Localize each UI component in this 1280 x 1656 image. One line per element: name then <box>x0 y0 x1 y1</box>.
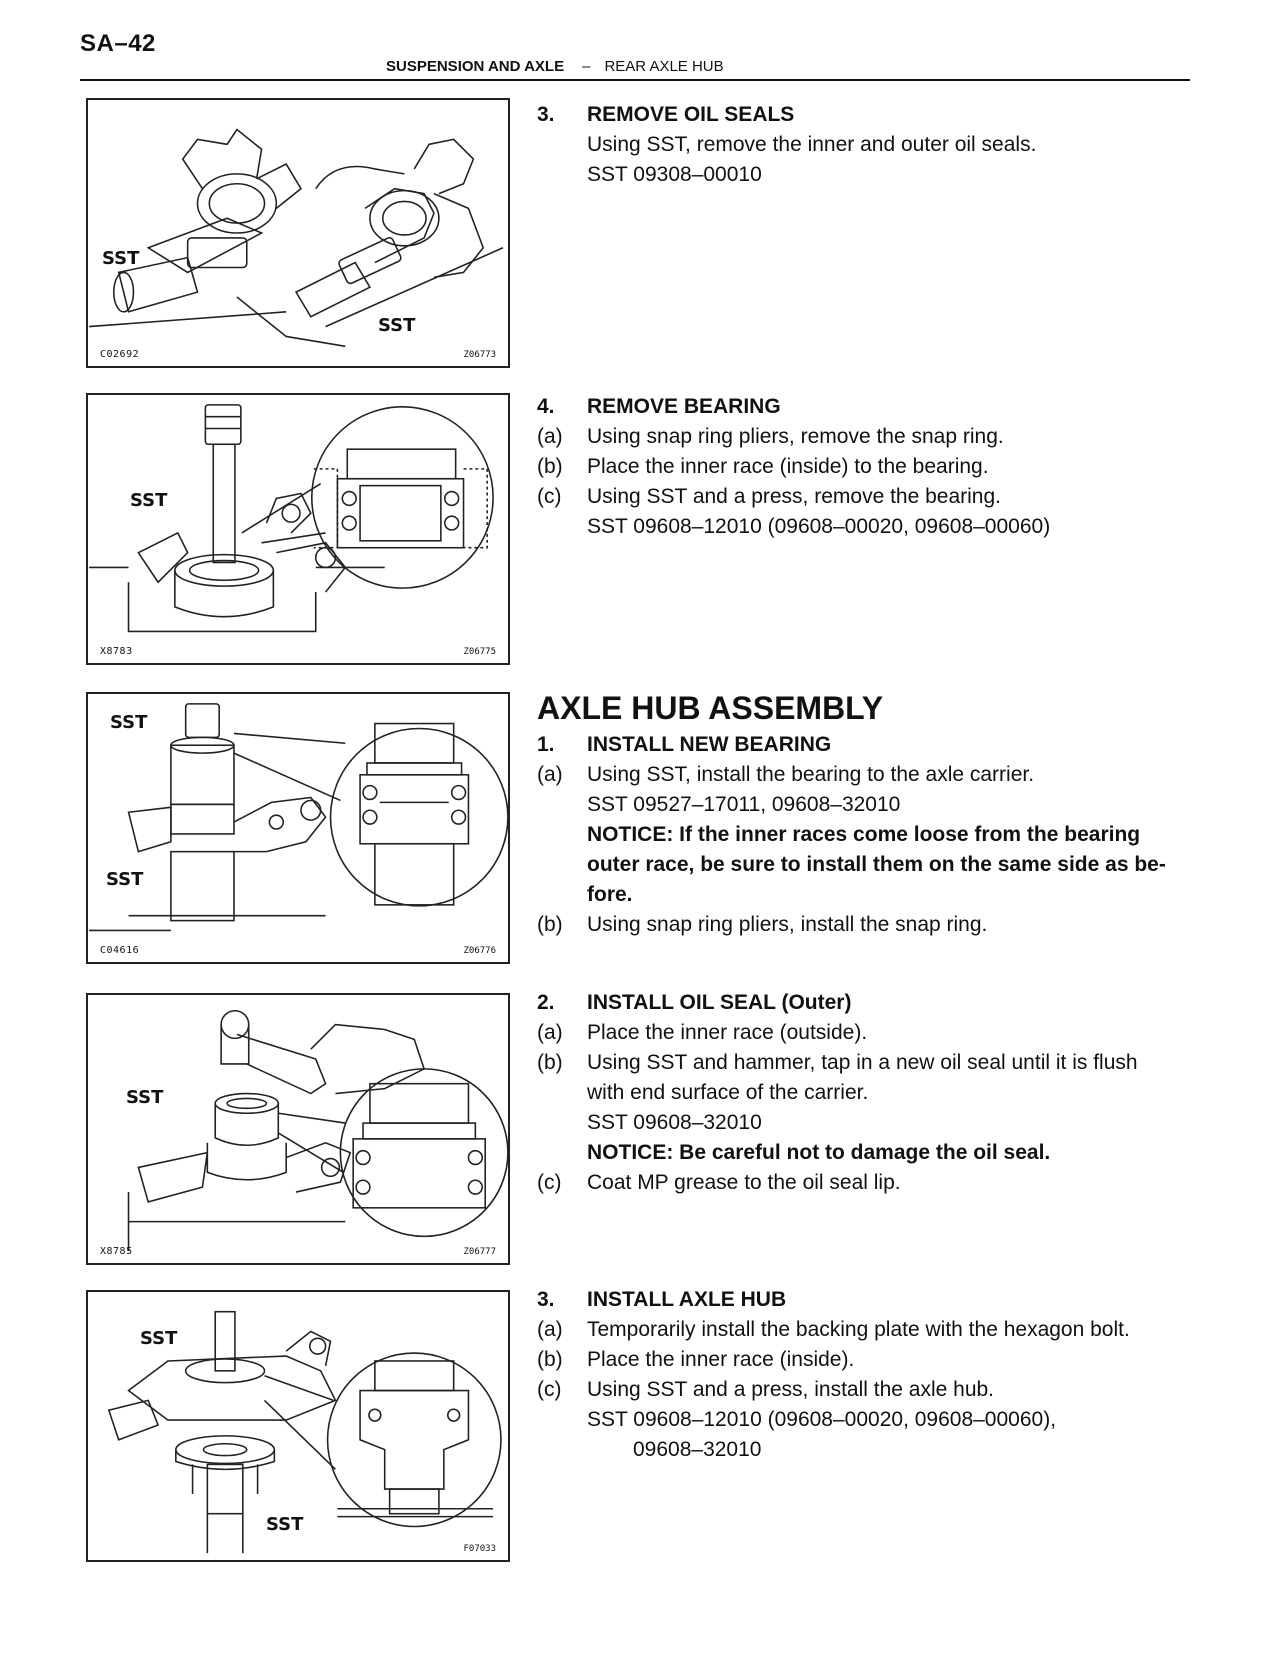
step-number: 3. <box>537 1288 555 1311</box>
sst-number: SST 09608–12010 (09608–00020, 09608–0006… <box>587 515 1051 538</box>
sst-label: SST <box>106 869 144 890</box>
step-number: 1. <box>537 733 555 756</box>
sst-label: SST <box>130 490 168 511</box>
step-title: REMOVE BEARING <box>587 395 781 418</box>
sst-label: SST <box>102 248 140 269</box>
header-rule <box>80 79 1190 81</box>
bearing-removal-illustration <box>89 404 494 633</box>
figure-install-axle-hub: SST SST F07033 <box>86 1290 510 1562</box>
sst-number-continued: 09608–32010 <box>633 1438 762 1461</box>
step-title: REMOVE OIL SEALS <box>587 103 795 126</box>
step-number: 4. <box>537 395 555 418</box>
figure-ref: Z06773 <box>463 350 496 360</box>
figure-code: X8785 <box>100 1246 133 1257</box>
item-letter: (a) <box>537 425 563 448</box>
item-text: Using SST and hammer, tap in a new oil s… <box>587 1051 1138 1074</box>
step-number: 3. <box>537 103 555 126</box>
figure-code: C04616 <box>100 945 140 956</box>
item-text: Place the inner race (inside) to the bea… <box>587 455 989 478</box>
notice-line: fore. <box>587 883 633 906</box>
step-title: INSTALL NEW BEARING <box>587 733 832 756</box>
item-text: Place the inner race (inside). <box>587 1348 855 1371</box>
item-letter: (b) <box>537 913 563 936</box>
item-text: Place the inner race (outside). <box>587 1021 868 1044</box>
item-text: Using SST and a press, remove the bearin… <box>587 485 1002 508</box>
item-letter: (c) <box>537 485 562 508</box>
item-letter: (c) <box>537 1378 562 1401</box>
figure-install-oil-seal: SST X8785 Z06777 <box>86 993 510 1265</box>
item-text: Coat MP grease to the oil seal lip. <box>587 1171 901 1194</box>
step-title: INSTALL OIL SEAL (Outer) <box>587 991 852 1014</box>
item-letter: (c) <box>537 1171 562 1194</box>
sst-number: SST 09308–00010 <box>587 163 762 186</box>
notice-line: NOTICE: Be careful not to damage the oil… <box>587 1141 1051 1164</box>
figure-ref: Z06776 <box>463 946 496 956</box>
sst-label: SST <box>378 315 416 336</box>
step-number: 2. <box>537 991 555 1014</box>
item-letter: (a) <box>537 763 563 786</box>
figure-ref: Z06777 <box>463 1247 496 1257</box>
sst-number: SST 09527–17011, 09608–32010 <box>587 793 901 816</box>
item-letter: (b) <box>537 1348 563 1371</box>
item-letter: (a) <box>537 1318 563 1341</box>
step-remove-bearing: 4. REMOVE BEARING (a) Using snap ring pl… <box>537 392 1197 542</box>
item-letter: (b) <box>537 1051 563 1074</box>
step-install-axle-hub: 3. INSTALL AXLE HUB (a) Temporarily inst… <box>537 1285 1197 1465</box>
notice-line: outer race, be sure to install them on t… <box>587 853 1166 876</box>
sst-number: SST 09608–32010 <box>587 1111 762 1134</box>
notice-line: NOTICE: If the inner races come loose fr… <box>587 823 1141 846</box>
sst-label: SST <box>140 1328 178 1349</box>
header-dash: – <box>582 58 591 75</box>
sst-label: SST <box>266 1514 304 1535</box>
subsection-title: REAR AXLE HUB <box>604 58 724 75</box>
item-text: Using snap ring pliers, remove the snap … <box>587 425 1004 448</box>
section-axle-hub-assembly: AXLE HUB ASSEMBLY 1. INSTALL NEW BEARING… <box>537 688 1197 940</box>
bearing-install-illustration <box>89 703 508 932</box>
sst-number: SST 09608–12010 (09608–00020, 09608–0006… <box>587 1408 1057 1431</box>
sst-label: SST <box>126 1087 164 1108</box>
axle-hub-install-illustration <box>107 1310 502 1554</box>
sst-label: SST <box>110 712 148 733</box>
figure-code: C02692 <box>100 349 140 360</box>
item-letter: (a) <box>537 1021 563 1044</box>
figure-remove-oil-seals: SST SST C02692 Z06773 <box>86 98 510 368</box>
item-text: Using SST, install the bearing to the ax… <box>587 763 1035 786</box>
item-letter: (b) <box>537 455 563 478</box>
section-title: SUSPENSION AND AXLE <box>386 58 565 75</box>
figure-ref: F07033 <box>463 1544 496 1554</box>
step-remove-oil-seals: 3. REMOVE OIL SEALS Using SST, remove th… <box>537 100 1197 190</box>
running-header: SUSPENSION AND AXLE–REAR AXLE HUB <box>386 58 724 75</box>
figure-code: X8783 <box>100 646 133 657</box>
page-number: SA–42 <box>80 30 156 57</box>
figure-remove-bearing: SST X8783 Z06775 <box>86 393 510 665</box>
item-text-continued: with end surface of the carrier. <box>587 1081 869 1104</box>
step-title: INSTALL AXLE HUB <box>587 1288 787 1311</box>
item-text: Using snap ring pliers, install the snap… <box>587 913 988 936</box>
oil-seal-install-illustration <box>127 1009 508 1252</box>
item-text: Temporarily install the backing plate wi… <box>587 1318 1130 1341</box>
section-heading: AXLE HUB ASSEMBLY <box>537 690 884 726</box>
oil-seal-removal-illustration <box>89 128 504 348</box>
step-install-oil-seal: 2. INSTALL OIL SEAL (Outer) (a) Place th… <box>537 988 1197 1198</box>
figure-install-bearing: SST SST C04616 Z06776 <box>86 692 510 964</box>
item-text: Using SST and a press, install the axle … <box>587 1378 995 1401</box>
step-text: Using SST, remove the inner and outer oi… <box>587 133 1037 156</box>
figure-ref: Z06775 <box>463 647 496 657</box>
